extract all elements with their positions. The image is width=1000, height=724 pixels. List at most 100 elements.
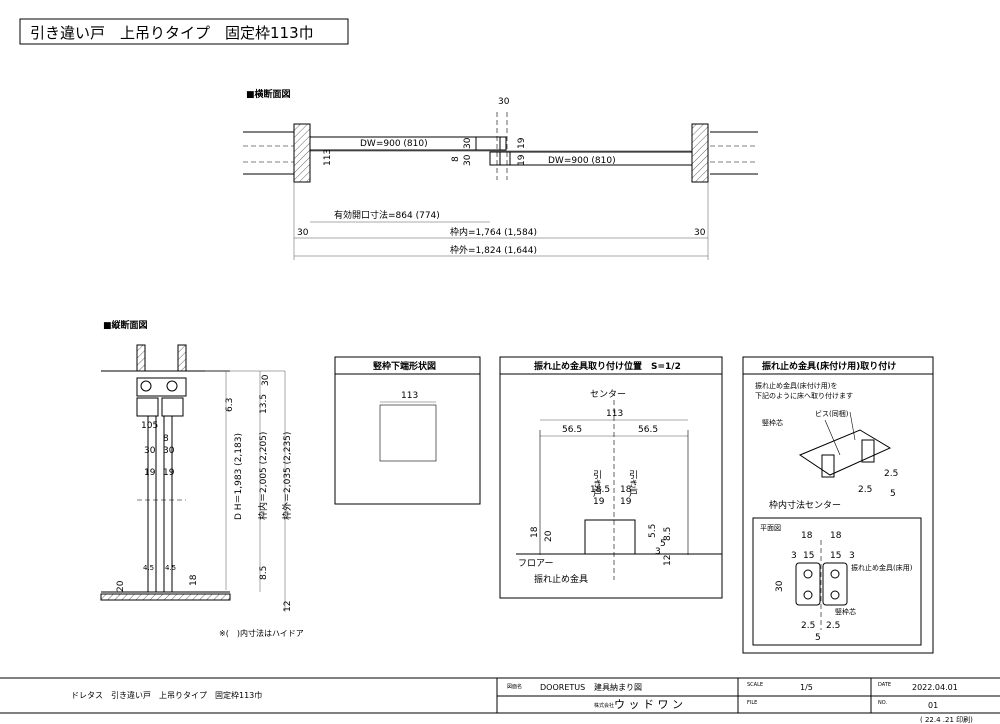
svg-text:19: 19	[593, 497, 605, 507]
plan-subpanel	[752, 517, 922, 646]
svg-text:8.5: 8.5	[663, 527, 673, 541]
frame-center-label: 枠内寸法センター	[769, 499, 841, 511]
svg-text:2.5: 2.5	[884, 469, 898, 479]
svg-text:4.5: 4.5	[143, 564, 154, 572]
right-door-panel	[499, 151, 693, 166]
svg-text:3: 3	[791, 551, 797, 561]
left-door-width: DW=900 (810)	[360, 139, 428, 149]
right-jamb	[691, 123, 709, 183]
jamb-bottom-shape	[379, 404, 437, 462]
svg-text:15: 15	[803, 551, 814, 561]
svg-text:30: 30	[463, 154, 473, 166]
svg-text:30: 30	[144, 446, 156, 456]
section-view: ■縦断面図 30 6.3 13.5 105 8 30 30 19 19 D H＝…	[100, 319, 304, 638]
svg-text:5.5: 5.5	[648, 524, 658, 538]
svg-text:引き戸: 引き戸	[627, 470, 638, 498]
inner-width: 枠内=1,764 (1,584)	[450, 226, 537, 238]
svg-text:8: 8	[451, 156, 461, 162]
svg-text:01: 01	[928, 701, 938, 710]
svg-text:113: 113	[401, 391, 418, 401]
left-door-panel	[309, 136, 501, 151]
svg-text:30: 30	[261, 374, 271, 386]
panel1-title: 竪枠下端形状図	[373, 360, 436, 372]
svg-text:18: 18	[189, 574, 199, 586]
svg-text:5: 5	[890, 489, 896, 499]
svg-text:ビス(同梱): ビス(同梱)	[815, 409, 849, 418]
plan-view: ■横断面図 30 DW=900 (810) DW=900 (810) 113 3…	[243, 88, 758, 260]
svg-text:113: 113	[323, 149, 333, 166]
svg-text:DATE: DATE	[878, 682, 891, 688]
svg-text:DOORETUS: DOORETUS	[540, 683, 585, 692]
svg-text:6.3: 6.3	[225, 398, 235, 412]
svg-text:FILE: FILE	[747, 700, 757, 706]
svg-text:20: 20	[544, 530, 554, 542]
outer-width: 枠外=1,824 (1,644)	[450, 244, 537, 256]
drawing-date: 2022.04.01	[912, 683, 958, 692]
header: 引き違い戸 上吊りタイプ 固定枠113巾	[19, 18, 349, 45]
svg-text:56.5: 56.5	[638, 425, 658, 435]
svg-text:2.5: 2.5	[826, 621, 840, 631]
svg-text:8: 8	[163, 434, 169, 444]
svg-text:3: 3	[655, 547, 661, 557]
svg-text:15: 15	[830, 551, 841, 561]
svg-text:2.5: 2.5	[858, 485, 872, 495]
svg-text:20: 20	[116, 580, 126, 592]
section-heading: ■縦断面図	[103, 319, 148, 331]
panel-bracket-position: 振れ止め金具取り付け位置 S=1/2 センター 113 56.5 56.5 引き…	[499, 356, 723, 599]
panel-floor-bracket: 振れ止め金具(床付け用)取り付け 振れ止め金具(床付け用)を 下記のように床へ取…	[742, 356, 934, 654]
product-name: ドレタス 引き違い戸 上吊りタイプ 固定枠113巾	[71, 690, 262, 700]
bracket-profile	[584, 519, 636, 555]
svg-text:平面図: 平面図	[760, 524, 781, 532]
svg-text:30: 30	[297, 228, 309, 238]
panel-bottom-shape: 竪枠下端形状図 113	[334, 356, 481, 505]
print-date: ( 22.4 .21 印刷)	[920, 716, 973, 724]
svg-text:建具納まり図: 建具納まり図	[594, 682, 642, 692]
svg-text:56.5: 56.5	[562, 425, 582, 435]
svg-text:30: 30	[463, 137, 473, 149]
svg-text:5: 5	[815, 633, 821, 643]
svg-text:竪枠芯: 竪枠芯	[835, 607, 856, 616]
svg-text:SCALE: SCALE	[747, 682, 763, 688]
svg-text:19: 19	[517, 137, 527, 149]
page-title: 引き違い戸 上吊りタイプ 固定枠113巾	[30, 24, 314, 42]
svg-text:引き戸: 引き戸	[591, 470, 602, 498]
title-block: ドレタス 引き違い戸 上吊りタイプ 固定枠113巾 図面名 DOORETUS 建…	[0, 677, 1000, 724]
svg-text:18: 18	[530, 526, 540, 538]
floor-label: フロアー	[518, 559, 553, 569]
svg-text:18.5: 18.5	[590, 485, 610, 495]
svg-text:30: 30	[163, 446, 175, 456]
svg-text:30: 30	[694, 228, 706, 238]
svg-text:竪枠芯: 竪枠芯	[762, 418, 783, 427]
plan-heading: ■横断面図	[246, 88, 291, 100]
effective-opening: 有効開口寸法=864 (774)	[334, 209, 440, 221]
svg-text:12: 12	[663, 555, 673, 566]
svg-text:振れ止め金具(床用): 振れ止め金具(床用)	[851, 563, 913, 572]
svg-text:19: 19	[620, 497, 632, 507]
svg-text:18: 18	[620, 485, 632, 495]
note-high-door: ※( )内寸法はハイドア	[219, 628, 304, 638]
svg-text:18: 18	[830, 531, 842, 541]
right-door-width: DW=900 (810)	[548, 156, 616, 166]
svg-text:1/5: 1/5	[800, 683, 813, 692]
svg-text:振れ止め金具(床付け用)を: 振れ止め金具(床付け用)を	[755, 381, 837, 390]
section-inner: 枠内＝2,005 (2,205)	[257, 432, 269, 520]
svg-text:4.5: 4.5	[165, 564, 176, 572]
panel2-title: 振れ止め金具取り付け位置 S=1/2	[534, 360, 681, 372]
svg-text:センター: センター	[590, 389, 626, 400]
svg-text:18: 18	[801, 531, 813, 541]
svg-text:8.5: 8.5	[259, 566, 269, 580]
svg-text:下記のように床へ取り付けます: 下記のように床へ取り付けます	[755, 391, 853, 400]
svg-text:19: 19	[163, 468, 175, 478]
svg-text:5: 5	[660, 539, 666, 549]
svg-text:12: 12	[283, 601, 293, 612]
title-frame	[19, 18, 349, 45]
svg-text:株式会社: 株式会社	[594, 702, 614, 709]
top-rail	[136, 377, 187, 397]
svg-text:30: 30	[498, 97, 510, 107]
section-outer: 枠外＝2,035 (2,235)	[281, 432, 293, 520]
svg-text:3: 3	[849, 551, 855, 561]
svg-text:19: 19	[517, 154, 527, 166]
left-jamb	[293, 123, 311, 183]
svg-text:19: 19	[144, 468, 156, 478]
